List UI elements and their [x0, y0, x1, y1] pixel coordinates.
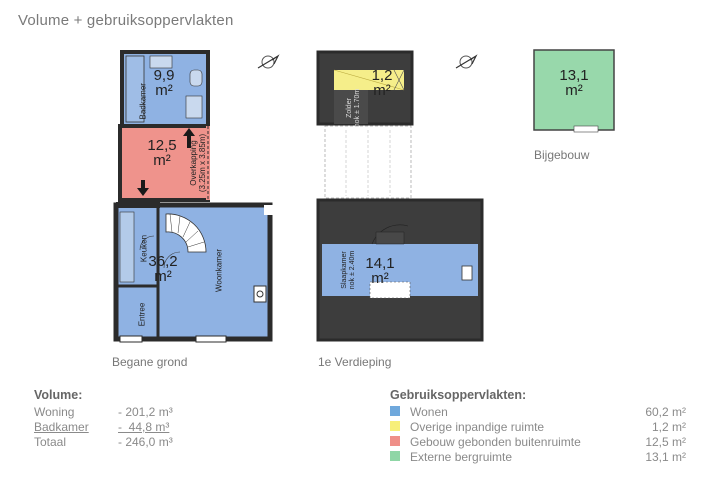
stove-icon — [253, 285, 267, 303]
zolder-area: 1,2 m² — [371, 67, 393, 99]
page-title: Volume + gebruiksoppervlakten — [18, 12, 234, 29]
slaapkamer-area: 14,1 m² — [365, 255, 395, 287]
caption-1e-verdieping: 1e Verdieping — [318, 355, 392, 369]
room-overkapping — [118, 124, 210, 202]
volume-heading: Volume: — [34, 388, 83, 402]
overkapping-area: 12,5 m² — [147, 137, 177, 169]
bathtub-icon — [125, 55, 145, 123]
zolder-label: Zolder nok ± 1.70m — [346, 88, 361, 128]
legend-value-buiten: 12,5 m² — [645, 435, 686, 449]
overkapping-label: Overkapping (3.25m x 3.85m) — [189, 133, 207, 193]
woonkamer-label: Woonkamer — [214, 249, 224, 292]
volume-label-badkamer: Badkamer — [34, 420, 89, 434]
entree-label: Entree — [137, 302, 147, 327]
compass-icon — [257, 54, 280, 69]
legend-value-wonen: 60,2 m² — [645, 405, 686, 419]
slaapkamer-label: Slaapkamer nok ± 2.40m — [341, 250, 356, 290]
legend-swatch-wonen — [390, 406, 400, 416]
caption-begane-grond: Begane grond — [112, 355, 188, 369]
legend-value-overig: 1,2 m² — [651, 420, 686, 434]
badkamer-label: Badkamer — [138, 83, 148, 120]
legend-label-berg: Externe bergruimte — [410, 450, 513, 464]
badkamer-area: 9,9 m² — [153, 67, 175, 99]
legend-swatch-overig — [390, 421, 400, 431]
stairs-icon — [165, 213, 207, 253]
volume-label-woning: Woning — [34, 405, 75, 419]
legend-label-buiten: Gebouw gebonden buitenruimte — [410, 435, 581, 449]
bijgebouw-area: 13,1 m² — [559, 67, 589, 99]
room-bijgebouw — [533, 49, 615, 131]
kitchen-counter — [119, 211, 135, 283]
caption-bijgebouw: Bijgebouw — [534, 148, 590, 162]
gebruik-heading: Gebruiksoppervlakten: — [390, 388, 527, 402]
sink-icon — [149, 55, 173, 69]
legend-label-wonen: Wonen — [410, 405, 448, 419]
keuken-label: Keuken — [139, 234, 149, 263]
volume-value-badkamer: - 44,8 m³ — [118, 420, 170, 434]
volume-label-totaal: Totaal — [34, 435, 67, 449]
entrance-arrow-icon-2 — [137, 180, 149, 196]
legend-swatch-berg — [390, 451, 400, 461]
woonkamer-area: 36,2 m² — [148, 253, 178, 285]
compass-icon-2 — [455, 54, 478, 69]
toilet-icon — [189, 69, 203, 87]
legend-value-berg: 13,1 m² — [645, 450, 686, 464]
legend-label-overig: Overige inpandige ruimte — [410, 420, 545, 434]
volume-value-woning: - 201,2 m³ — [118, 405, 173, 419]
volume-value-totaal: - 246,0 m³ — [118, 435, 173, 449]
legend-swatch-buiten — [390, 436, 400, 446]
entrance-arrow-icon — [183, 128, 195, 148]
